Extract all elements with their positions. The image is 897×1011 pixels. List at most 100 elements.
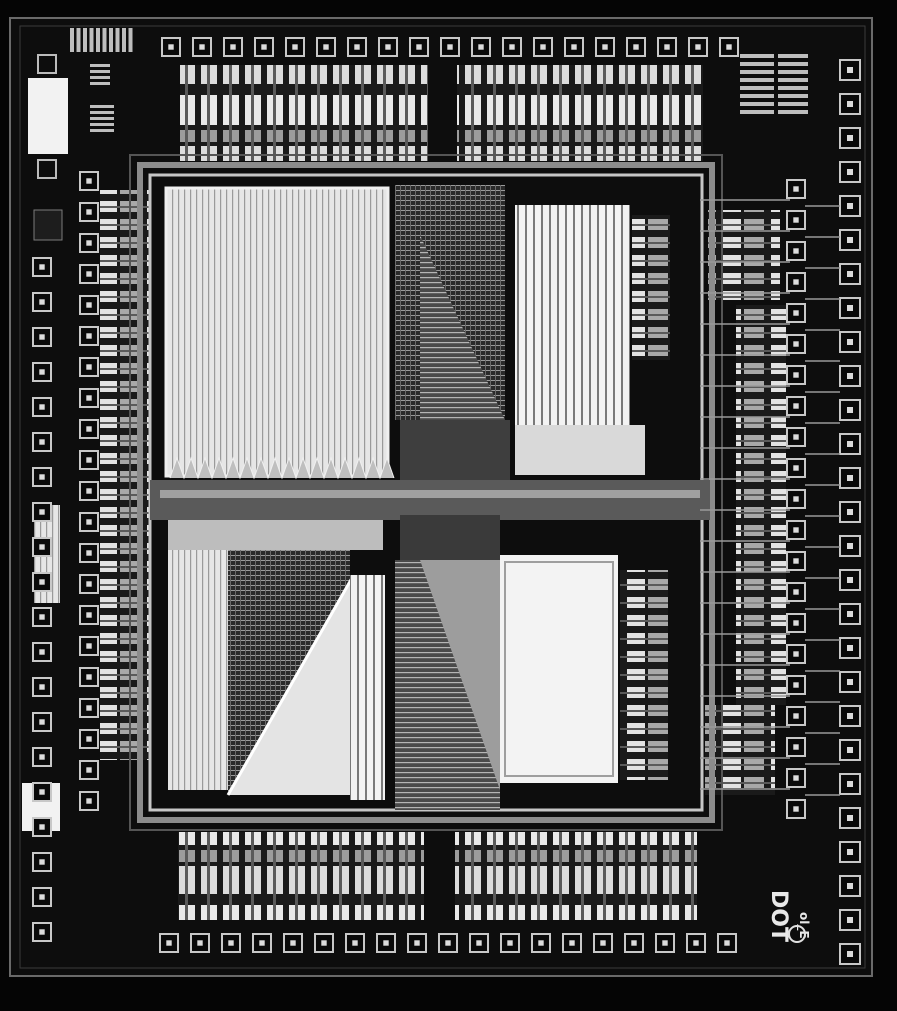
bond-pad [32,432,52,452]
bond-pad [786,179,806,199]
bond-pad [347,37,367,57]
bond-pad [839,739,861,761]
bond-pad [79,667,99,687]
bond-pad [32,677,52,697]
bond-pad [839,943,861,965]
bond-pad [786,613,806,633]
bond-pad [786,272,806,292]
bond-pad [438,933,458,953]
bond-pad [531,933,551,953]
bond-pad [32,887,52,907]
bond-pad [717,933,737,953]
bond-pad [593,933,613,953]
bond-pad [839,909,861,931]
bond-pad [221,933,241,953]
bond-pad [161,37,181,57]
bond-pad [409,37,429,57]
bond-pad [786,737,806,757]
bond-pad [839,195,861,217]
bond-pad [378,37,398,57]
bond-pad [839,637,861,659]
bond-pad [786,303,806,323]
bond-pad [407,933,427,953]
bond-pad [79,543,99,563]
bond-pad [626,37,646,57]
bond-pad [686,933,706,953]
bond-pad [79,698,99,718]
bond-pad [285,37,305,57]
bond-pad [533,37,553,57]
bond-pad [786,520,806,540]
bond-pad [32,467,52,487]
bond-pad [564,37,584,57]
bond-pad [32,572,52,592]
bond-pad [79,512,99,532]
bond-pad [839,841,861,863]
bond-pad [79,233,99,253]
bond-pad [79,419,99,439]
bond-pad [32,397,52,417]
bond-pad [376,933,396,953]
bond-pad [839,875,861,897]
bond-pad [32,817,52,837]
bond-pad [657,37,677,57]
bond-pad [562,933,582,953]
bond-pad [32,607,52,627]
bond-pad [839,229,861,251]
bond-pad [79,264,99,284]
bond-pad [32,362,52,382]
bond-pad [839,433,861,455]
bond-pad [839,467,861,489]
bond-pad [839,297,861,319]
bond-pad [786,241,806,261]
bond-pad [786,551,806,571]
bond-pad [190,933,210,953]
bond-pad [316,37,336,57]
bond-pad [79,450,99,470]
bond-pad [839,671,861,693]
bond-pad [32,642,52,662]
bond-pad [79,171,99,191]
bond-pad [32,922,52,942]
die-logo-subtext: ol_E [796,912,811,939]
bond-pad [786,706,806,726]
bond-pad [719,37,739,57]
bond-pad [79,357,99,377]
bond-pad [440,37,460,57]
bond-pad [32,327,52,347]
bond-pad [786,458,806,478]
bond-pad [839,93,861,115]
bond-pad [345,933,365,953]
bond-pad [500,933,520,953]
bond-pad [79,295,99,315]
logo-mark-icon [788,925,806,943]
bond-pad [32,257,52,277]
bond-pad [786,799,806,819]
bond-pad [786,489,806,509]
bond-pad [32,852,52,872]
bond-pad [79,636,99,656]
bond-pad [786,582,806,602]
bond-pad [624,933,644,953]
bond-pad [252,933,272,953]
bond-pad [839,535,861,557]
bond-pad [469,933,489,953]
bond-pad [32,292,52,312]
bond-pad [79,791,99,811]
bond-pad [786,768,806,788]
bond-pad [32,537,52,557]
bond-pad [839,127,861,149]
bond-pad [655,933,675,953]
bond-pad [839,501,861,523]
bond-pad [839,365,861,387]
bond-pad [471,37,491,57]
bond-pad [314,933,334,953]
bond-pad [283,933,303,953]
bond-pad [79,388,99,408]
bond-pad [79,326,99,346]
bond-pad [839,705,861,727]
bond-pad [786,210,806,230]
bond-pad [786,675,806,695]
